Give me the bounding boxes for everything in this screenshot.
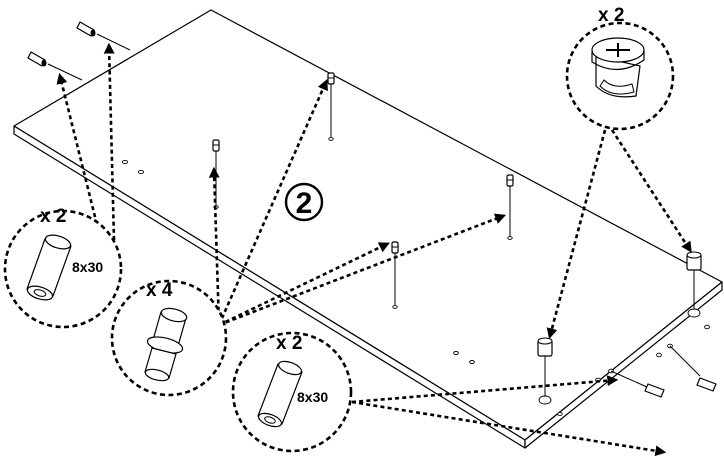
cam-lock-icon	[591, 37, 645, 98]
board-side-edge	[524, 281, 723, 449]
step-number: 2	[296, 187, 313, 220]
callout-cam-locks: x 2	[565, 5, 675, 131]
dowel-hole	[121, 159, 129, 165]
dowel-part	[27, 51, 83, 81]
dowel-part	[669, 345, 717, 392]
dowel-hole	[469, 360, 475, 364]
cam-hole	[538, 395, 552, 405]
callout-quantity: x 4	[146, 280, 173, 301]
dowel-part	[76, 21, 131, 51]
assembly-arrows	[56, 42, 692, 457]
cam-hole	[687, 308, 701, 318]
shelf-pin-icon	[144, 307, 188, 382]
dowel-arrow	[351, 375, 619, 404]
shelf-pin	[327, 72, 335, 137]
pin-hole	[328, 137, 334, 141]
dowel-hole	[453, 351, 459, 355]
cam-arrow	[610, 129, 692, 253]
edge-hole	[704, 324, 710, 330]
step-number-badge: 2	[284, 182, 324, 222]
dowel-part	[610, 370, 665, 398]
callout-dowels-left: x 2 8x30	[3, 206, 123, 329]
callout-size: 8x30	[72, 259, 103, 275]
callout-pins-center: x 4	[110, 279, 228, 397]
callout-quantity: x 2	[598, 5, 624, 26]
pin-hole	[507, 236, 513, 240]
shelf-pin	[506, 174, 514, 236]
dowel-arrow	[56, 72, 104, 246]
dowel-hole	[137, 169, 145, 175]
cam-lock-insert	[537, 337, 553, 396]
dowel-arrow	[103, 42, 116, 241]
wooden-dowel-icon	[257, 360, 303, 428]
edge-hole	[656, 352, 662, 358]
cam-lock-insert	[686, 251, 702, 309]
callout-size: 8x30	[297, 389, 328, 405]
dowel-arrow	[351, 400, 667, 457]
shelf-pin	[212, 139, 220, 205]
callout-dowels-bottom: x 2 8x30	[231, 331, 353, 453]
callout-quantity: x 2	[276, 333, 302, 354]
pin-arrow	[218, 213, 507, 327]
pin-hole	[392, 305, 398, 309]
shelf-pin	[391, 241, 399, 305]
callout-quantity: x 2	[40, 206, 66, 227]
board-panel	[13, 9, 723, 449]
wooden-dowel-icon	[26, 234, 72, 301]
pin-arrow	[217, 79, 328, 326]
edge-hole	[557, 411, 563, 417]
pin-arrow	[218, 242, 390, 327]
